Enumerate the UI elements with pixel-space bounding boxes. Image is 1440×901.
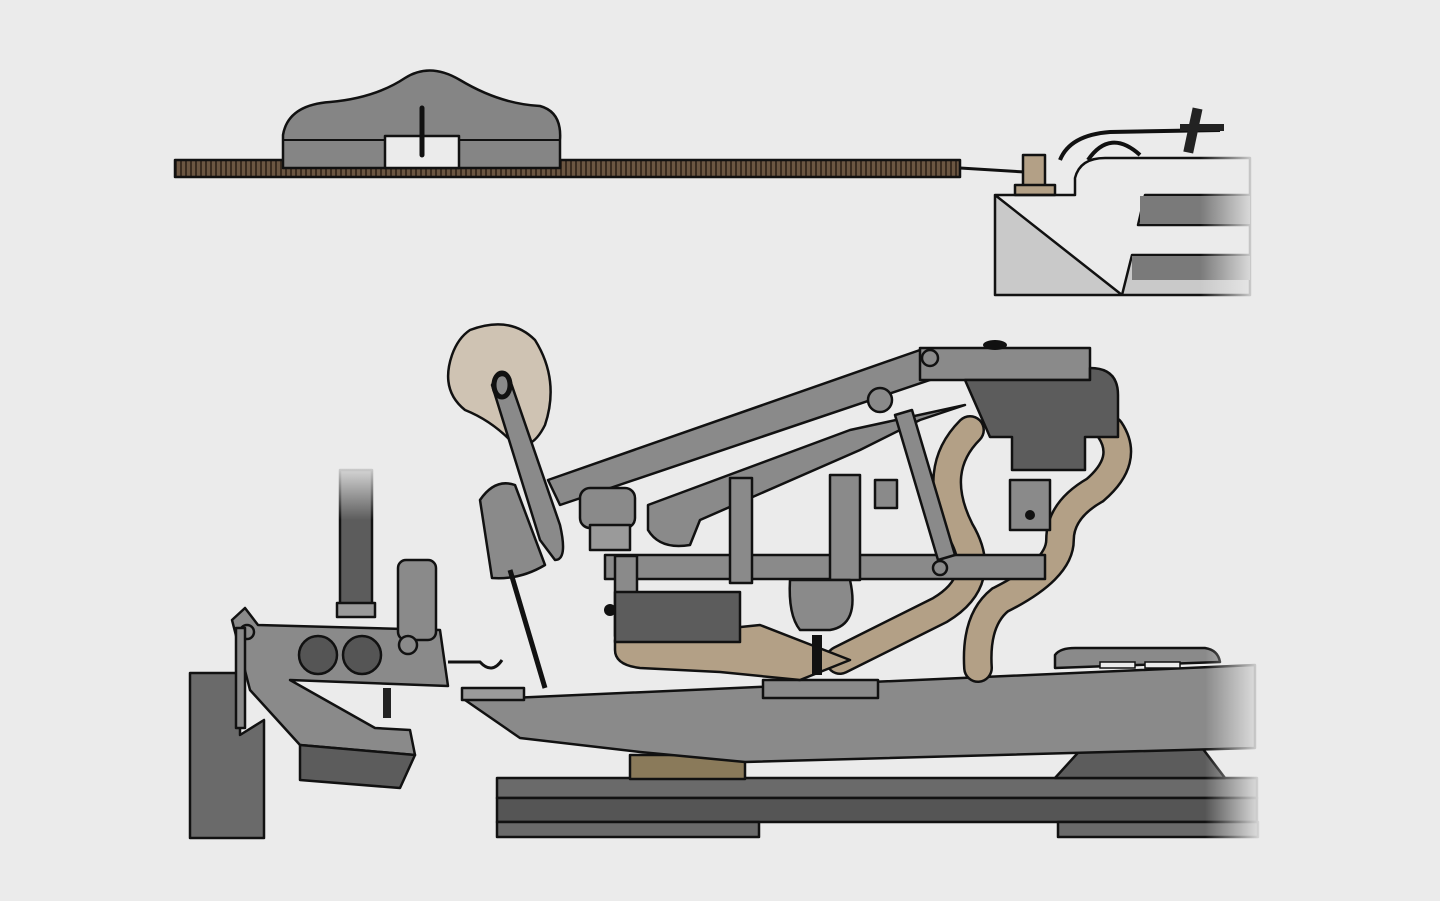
roller bbox=[866, 386, 894, 414]
lever-foot bbox=[298, 743, 417, 790]
let-off-screw bbox=[812, 635, 822, 675]
action-shanks bbox=[546, 348, 1047, 675]
base-bar-bottom bbox=[495, 820, 761, 839]
lever-arm bbox=[230, 606, 450, 757]
dark-block bbox=[613, 590, 742, 644]
jack bbox=[893, 408, 957, 562]
rod-cap bbox=[335, 601, 377, 619]
spoon-hole bbox=[1025, 510, 1035, 520]
key-frame bbox=[460, 640, 1265, 860]
capstan-pad bbox=[761, 678, 880, 700]
hammer-rest bbox=[478, 482, 547, 580]
pivot-pin bbox=[397, 634, 419, 656]
wooden-flanges bbox=[613, 415, 1133, 683]
top-rail-assembly bbox=[173, 69, 1260, 310]
lever-knob bbox=[983, 340, 1007, 350]
wippen-arm bbox=[646, 403, 967, 548]
back-rail-slot bbox=[1099, 661, 1136, 669]
left-lever-assembly bbox=[188, 460, 504, 840]
lever-bracket bbox=[396, 558, 438, 642]
lever-pivot bbox=[920, 348, 940, 368]
base-bar-mid bbox=[495, 796, 1259, 824]
pin bbox=[1021, 153, 1047, 189]
fade-right-top bbox=[1200, 140, 1260, 310]
upright-bracket bbox=[728, 476, 754, 585]
regulating-knob bbox=[873, 478, 899, 510]
upright-bracket bbox=[828, 473, 862, 582]
connecting-wire bbox=[959, 166, 1026, 174]
back-rail-slot bbox=[1144, 661, 1181, 669]
hammer bbox=[446, 323, 565, 689]
spring-wire bbox=[1058, 128, 1221, 161]
adjust-screw bbox=[383, 688, 391, 718]
left-board bbox=[188, 671, 266, 840]
hammer-core bbox=[491, 370, 513, 400]
base-bar-top bbox=[495, 776, 1259, 800]
pin-base bbox=[1013, 183, 1057, 197]
tan-flange bbox=[965, 417, 1130, 681]
main-rail bbox=[603, 553, 1047, 581]
hook-wire bbox=[448, 659, 504, 670]
screw-nut bbox=[1180, 124, 1224, 131]
hammer-rod bbox=[507, 569, 548, 689]
lever-post bbox=[234, 626, 247, 730]
rod-fade-overlay bbox=[330, 460, 380, 520]
fade-right-bottom bbox=[1205, 640, 1265, 860]
key-pad bbox=[460, 686, 526, 702]
damper-lever bbox=[918, 346, 1092, 382]
let-off-curve bbox=[788, 578, 854, 632]
damper-spoon bbox=[1008, 478, 1052, 532]
tan-flange bbox=[827, 417, 984, 673]
bearing-ball bbox=[341, 634, 383, 676]
jack-block-lower bbox=[588, 523, 632, 552]
screw-head bbox=[604, 604, 616, 616]
rail-pivot bbox=[931, 559, 949, 577]
spring-arc bbox=[1086, 140, 1142, 162]
damper-head bbox=[918, 340, 1120, 532]
back-rail bbox=[1053, 646, 1222, 670]
damper-dark-block bbox=[963, 366, 1120, 472]
bearing-ball bbox=[297, 634, 339, 676]
jack-block bbox=[578, 486, 637, 530]
